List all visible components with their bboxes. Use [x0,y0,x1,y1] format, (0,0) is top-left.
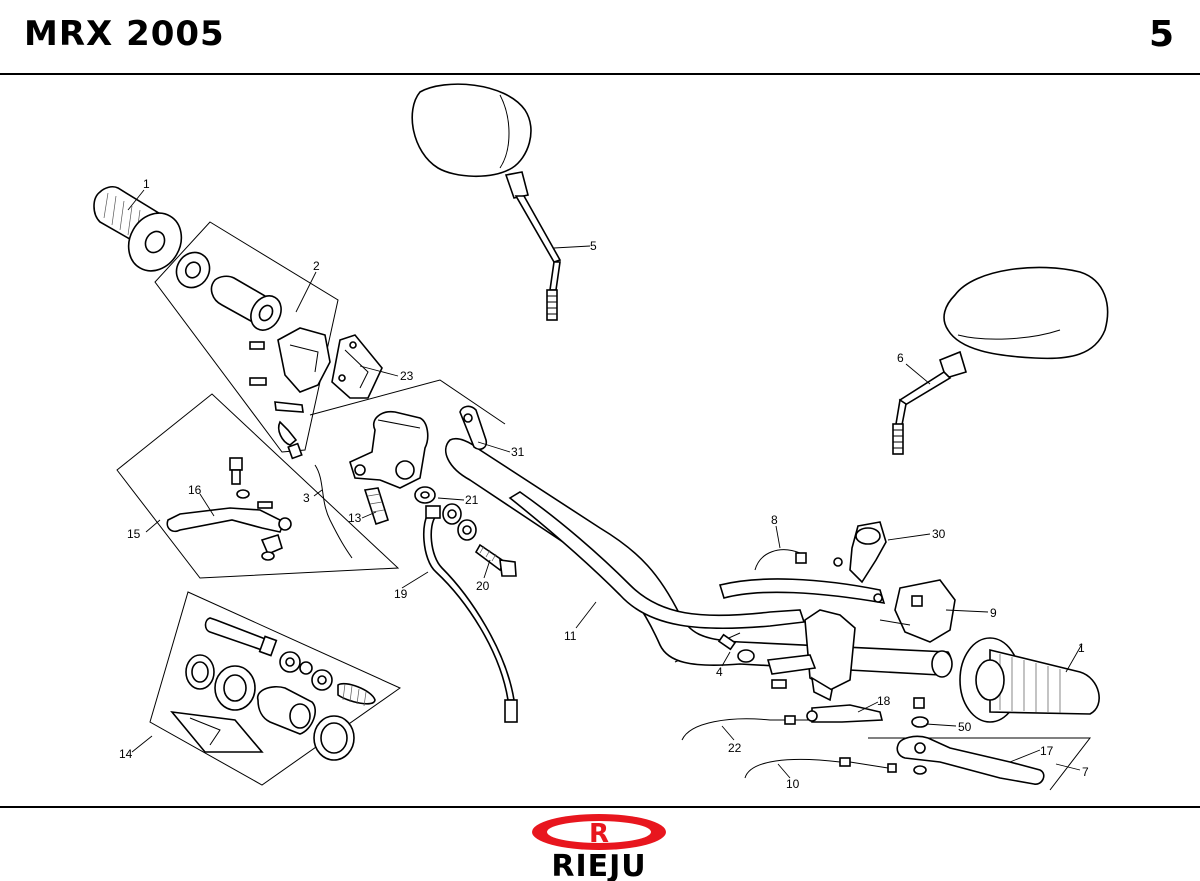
callout-13: 13 [348,511,362,525]
page-number: 5 [1148,14,1174,55]
logo-wordmark: RIEJU [551,849,646,881]
callout-19: 19 [394,587,408,601]
callout-18: 18 [877,694,891,708]
brake-hose [422,505,518,723]
callout-7: 7 [1082,765,1089,779]
callout-30: 30 [932,527,946,541]
header-rule [0,73,1200,75]
leader-lines [127,189,1083,779]
handlebar-clamp [766,609,856,702]
washers-and-bolt [414,486,517,577]
switch-housing [331,334,383,399]
callout-labels: 1 2 23 5 6 31 3 21 13 16 15 20 19 11 8 3… [119,177,1089,791]
right-switch-housing [879,579,956,643]
callout-8: 8 [771,513,778,527]
callout-50: 50 [958,720,972,734]
master-cylinder-kit-outline [149,591,402,786]
callout-10: 10 [786,777,800,791]
callout-5: 5 [590,239,597,253]
clutch-lever [896,735,1045,785]
callout-21: 21 [465,493,479,507]
callout-1-right: 1 [1078,641,1085,655]
callout-31: 31 [511,445,525,459]
clutch-perch [806,697,929,728]
mounting-bolts [717,633,787,689]
callout-23: 23 [400,369,414,383]
clutch-lever-kit-outline [868,737,1092,791]
rieju-logo: R RIEJU [532,814,666,881]
throttle-assembly [210,275,331,460]
cables [681,715,897,779]
callout-9: 9 [990,606,997,620]
brake-light-switch [754,549,807,571]
brake-master-cylinder [349,410,429,526]
clamp-kit-outline [309,379,506,425]
callout-6: 6 [897,351,904,365]
left-mirror [411,83,562,321]
handlebar [445,405,953,678]
callout-16: 16 [188,483,202,497]
throttle-cable [314,464,353,559]
callout-17: 17 [1040,744,1054,758]
right-mirror [892,266,1109,455]
logo-letter: R [589,819,609,849]
callout-3: 3 [303,491,310,505]
master-cylinder-kit [170,617,376,761]
callout-1: 1 [143,177,150,191]
callout-20: 20 [476,579,490,593]
footer-rule [0,806,1200,808]
callout-14: 14 [119,747,133,761]
callout-4: 4 [716,665,723,679]
kill-switch [833,521,887,603]
right-grip [959,637,1100,723]
page-title: MRX 2005 [24,14,225,54]
left-grip [93,185,211,289]
page-header: MRX 2005 5 [0,0,1200,74]
callout-2: 2 [313,259,320,273]
callout-15: 15 [127,527,141,541]
brake-lever-kit-outline [116,393,400,579]
front-brake-lever [166,457,292,561]
callout-22: 22 [728,741,742,755]
callout-11: 11 [564,629,577,643]
